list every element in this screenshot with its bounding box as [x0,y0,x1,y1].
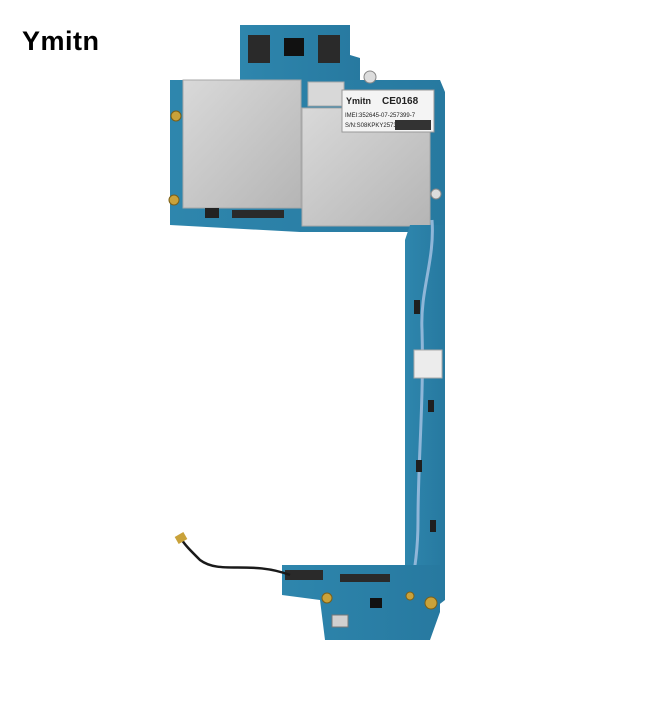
microphone [331,614,349,628]
brand-logo: Ymitn [22,26,100,56]
chip [205,208,219,218]
sticker-cert: CE0168 [382,96,419,107]
chip [370,598,382,608]
chip [284,38,304,56]
flex-connector [340,574,390,582]
side-board [405,225,445,610]
connector-label [413,349,443,379]
flex-connector [248,35,270,63]
antenna-cable [180,539,291,577]
antenna-pad [405,591,415,601]
screw-hole [168,194,180,206]
flex-connector [232,210,284,218]
sticker-brand: Ymitn [346,96,371,106]
small-shield [307,81,345,107]
sticker-imei: IMEI:352645-07-257399-7 [345,113,416,119]
screw-hole [363,70,377,84]
screw-hole [424,596,438,610]
barcode [395,120,431,130]
flex-connector [318,35,340,63]
rf-shield-left [182,79,302,209]
screw-hole [170,110,182,122]
coax-cable [408,219,434,596]
sticker-serial: S/N:S08KPKY257399 [345,123,404,129]
bottom-board [282,565,440,640]
screw-hole [430,188,442,200]
antenna-connector [174,532,188,544]
screw-hole [321,592,333,604]
flex-connector [285,570,323,580]
